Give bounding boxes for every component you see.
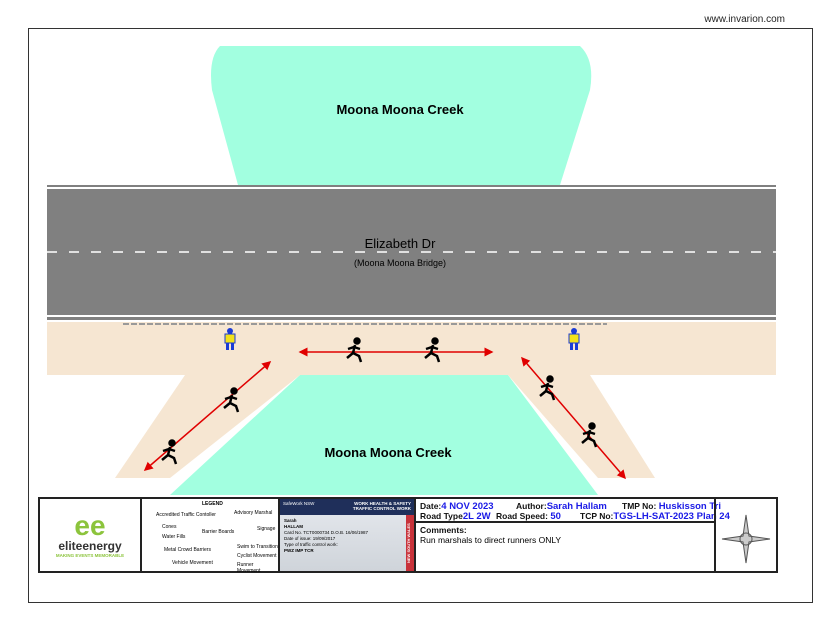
legend-item: Metal Crowd Barriers xyxy=(164,547,211,553)
runner-arrow-left xyxy=(143,361,272,471)
author-label: Author: xyxy=(516,501,547,511)
legend-item: Water Fills xyxy=(162,534,186,540)
comments-label: Comments: xyxy=(420,525,467,535)
logo-mark: ee xyxy=(74,509,106,541)
creek-bottom xyxy=(170,375,598,495)
advisory-marshal-icon xyxy=(568,328,580,350)
road-type-label: Road Type xyxy=(420,511,463,521)
creek-bottom-label: Moona Moona Creek xyxy=(324,445,452,460)
footpath xyxy=(47,322,776,375)
watermark: www.invarion.com xyxy=(704,14,785,25)
legend-item: Runner Movement xyxy=(237,562,261,574)
runner-icon xyxy=(424,337,441,363)
type-label: Type of traffic control work: xyxy=(284,542,338,547)
date-label: Date: xyxy=(420,501,442,511)
creek-top xyxy=(211,46,592,185)
advisory-marshal-icon xyxy=(224,328,236,350)
compass-icon xyxy=(721,514,771,564)
runner-icon xyxy=(161,439,178,465)
dob: 16/06/1987 xyxy=(345,530,369,535)
card-no-label: Card No. xyxy=(284,530,303,535)
card-state: NEW SOUTH WALES xyxy=(406,515,414,571)
card-no: TCT0000734 xyxy=(303,530,330,535)
legend-item: Signage xyxy=(257,526,276,532)
speed-value: 50 xyxy=(550,511,561,522)
creek-top-label: Moona Moona Creek xyxy=(336,102,464,117)
road-type-value: 2L 2W xyxy=(462,511,491,522)
card-last-name: HALLAM xyxy=(284,524,303,529)
plan-info: Date:4 NOV 2023 Author:Sarah Hallam TMP … xyxy=(416,499,776,571)
tcp-label: TCP No: xyxy=(580,511,614,521)
date-value: 4 NOV 2023 xyxy=(441,501,494,512)
road-sub-label: (Moona Moona Bridge) xyxy=(353,258,447,268)
legend-item: Vehicle Movement xyxy=(172,560,213,566)
runner-icon xyxy=(223,387,240,413)
card-subtitle: TRAFFIC CONTROL WORK xyxy=(352,506,411,511)
issue-date: 19/09/2017 xyxy=(312,536,336,541)
comments-value: Run marshals to direct runners ONLY xyxy=(420,535,562,545)
card-title: WORK HEALTH & SAFETY xyxy=(354,501,411,506)
legend-item: Accredited Traffic Contoller xyxy=(156,512,216,518)
tcp-value: TGS-LH-SAT-2023 Plan 24 xyxy=(613,511,730,522)
runner-icon xyxy=(346,337,363,363)
author-value: Sarah Hallam xyxy=(546,501,607,512)
tmp-value: Huskisson Tri xyxy=(658,501,721,512)
legend-item: Advisory Marshal xyxy=(234,510,273,516)
legend: LEGEND Accredited Traffic Contoller Advi… xyxy=(142,499,280,574)
legend-title: LEGEND xyxy=(202,501,223,507)
logo-name: eliteenergy xyxy=(58,538,122,553)
runner-icon xyxy=(539,375,556,401)
north-compass xyxy=(714,499,776,571)
tmp-label: TMP No: xyxy=(622,501,657,511)
runner-arrow-right xyxy=(521,356,626,480)
dob-label: D.O.B. xyxy=(330,530,345,535)
road-name-label: Elizabeth Dr xyxy=(364,236,436,251)
legend-item: Swim to Transition xyxy=(237,544,278,550)
company-logo: ee eliteenergy MAKING EVENTS MEMORABLE xyxy=(40,499,142,571)
speed-label: Road Speed: xyxy=(496,511,548,521)
card-first-name: Sarah xyxy=(284,518,297,523)
legend-item: Cyclist Movement xyxy=(237,553,277,559)
card-issuer: SafeWork NSW xyxy=(283,501,315,506)
type-value: PWZ IMP TCR xyxy=(284,548,314,553)
title-block: ee eliteenergy MAKING EVENTS MEMORABLE L… xyxy=(38,497,778,574)
logo-tagline: MAKING EVENTS MEMORABLE xyxy=(55,552,125,558)
issue-label: Date of issue: xyxy=(284,536,312,541)
legend-item: Cones xyxy=(162,524,177,530)
legend-item: Barrier Boards xyxy=(202,529,235,535)
runner-icon xyxy=(581,422,598,448)
road xyxy=(47,185,776,320)
